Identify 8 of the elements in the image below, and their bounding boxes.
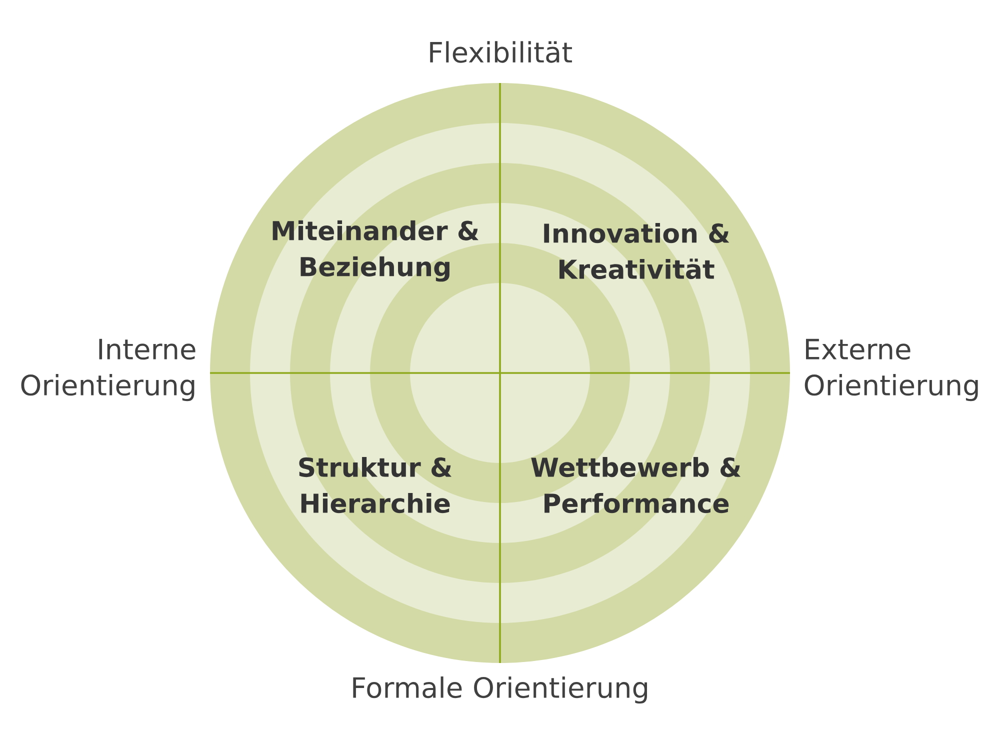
axis-label: Externe Orientierung [804,338,978,402]
axis-label: Formale Orientierung [353,676,647,704]
quadrant: Miteinander & Beziehung [210,83,500,373]
quadrant: Innovation & Kreativität [500,83,790,373]
quadrant: Struktur & Hierarchie [210,373,500,663]
axis-label: Interne Orientierung [21,338,196,402]
quadrant: Wettbewerb & Performance [500,373,790,663]
axis-label: Flexibilität [430,41,572,63]
